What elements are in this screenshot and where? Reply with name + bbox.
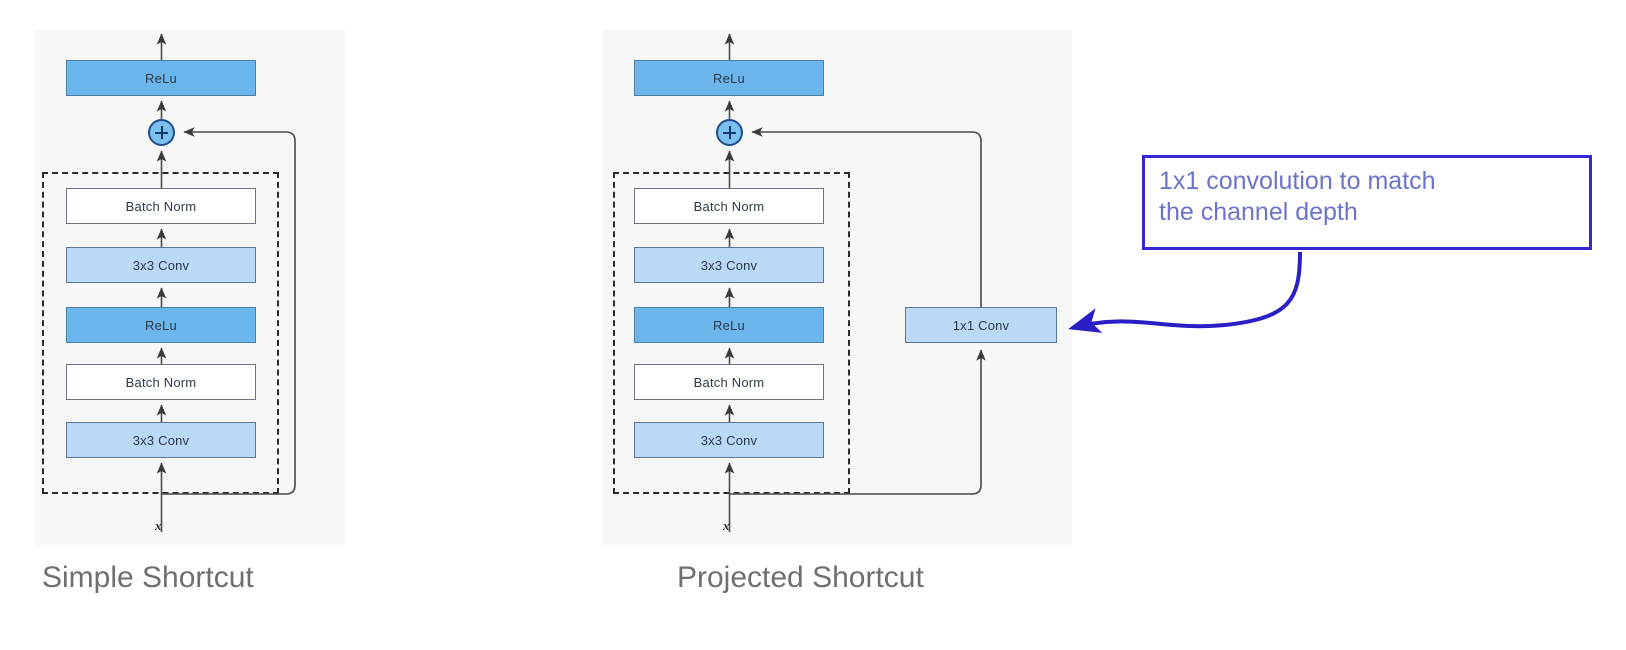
block-label: ReLu	[145, 70, 177, 86]
annotation-line-2: the channel depth	[1159, 197, 1358, 226]
right-block-relu-mid: ReLu	[634, 307, 824, 343]
plus-icon-vertical	[728, 126, 731, 139]
right-caption: Projected Shortcut	[677, 561, 924, 594]
right-block-relu-out: ReLu	[634, 60, 824, 96]
block-label: ReLu	[713, 70, 745, 86]
block-label: ReLu	[145, 317, 177, 333]
block-label: Batch Norm	[693, 198, 765, 214]
left-add-node	[148, 119, 175, 146]
left-block-conv-1: 3x3 Conv	[66, 422, 256, 458]
left-caption: Simple Shortcut	[42, 561, 254, 594]
right-add-node	[716, 119, 743, 146]
right-block-shortcut-conv-1x1: 1x1 Conv	[905, 307, 1057, 343]
left-block-batchnorm-2: Batch Norm	[66, 188, 256, 224]
left-block-batchnorm-1: Batch Norm	[66, 364, 256, 400]
block-label: 3x3 Conv	[132, 257, 190, 273]
block-label: ReLu	[713, 317, 745, 333]
block-label: Batch Norm	[125, 374, 197, 390]
left-input-label: x	[155, 518, 162, 533]
left-block-relu-mid: ReLu	[66, 307, 256, 343]
annotation-line-1: 1x1 convolution to match	[1159, 167, 1436, 195]
annotation-callout: 1x1 convolution to match the channel dep…	[1142, 155, 1592, 250]
plus-icon-vertical	[160, 126, 163, 139]
block-label: 3x3 Conv	[700, 432, 758, 448]
annotation-leader-arrow	[1068, 251, 1302, 333]
right-input-label: x	[723, 518, 730, 533]
right-block-conv-2: 3x3 Conv	[634, 247, 824, 283]
block-label: 3x3 Conv	[700, 257, 758, 273]
block-label: 3x3 Conv	[132, 432, 190, 448]
right-block-batchnorm-1: Batch Norm	[634, 364, 824, 400]
left-block-relu-out: ReLu	[66, 60, 256, 96]
right-block-conv-1: 3x3 Conv	[634, 422, 824, 458]
block-label: Batch Norm	[125, 198, 197, 214]
right-block-batchnorm-2: Batch Norm	[634, 188, 824, 224]
block-label: Batch Norm	[693, 374, 765, 390]
block-label: 1x1 Conv	[952, 317, 1010, 333]
left-block-conv-2: 3x3 Conv	[66, 247, 256, 283]
